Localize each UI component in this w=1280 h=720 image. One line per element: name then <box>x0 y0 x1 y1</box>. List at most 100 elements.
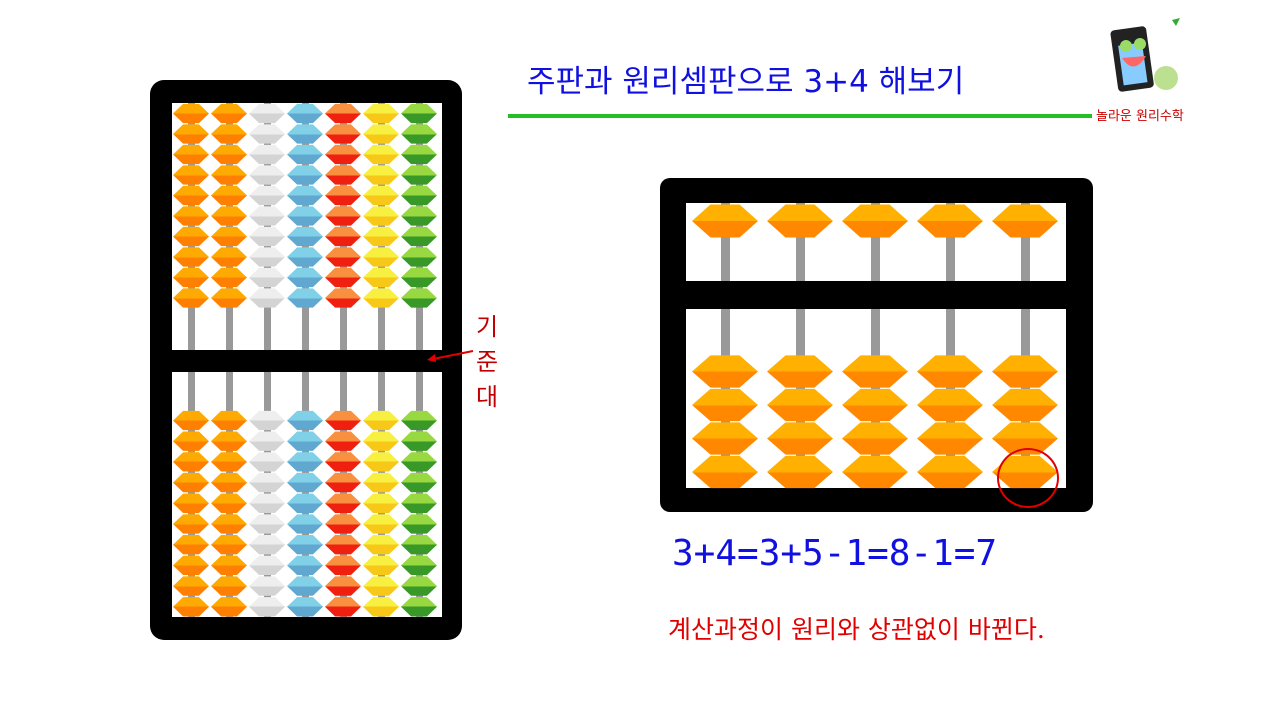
bead <box>325 597 361 617</box>
bead <box>211 472 247 493</box>
bead <box>325 472 361 493</box>
bead <box>287 514 323 534</box>
bead <box>249 452 285 472</box>
bead <box>363 267 399 288</box>
bead <box>325 226 361 247</box>
bead <box>287 576 323 596</box>
bead <box>249 267 285 288</box>
bead <box>363 124 399 144</box>
bead <box>211 493 247 513</box>
bead <box>211 555 247 576</box>
rod <box>188 103 195 350</box>
bead <box>249 288 285 308</box>
bead <box>287 288 323 308</box>
bead <box>363 288 399 308</box>
bead <box>363 144 399 165</box>
bead <box>325 103 361 124</box>
beam-arrow-icon <box>427 350 474 362</box>
rod <box>1021 203 1030 281</box>
bead <box>325 144 361 165</box>
bead <box>249 226 285 247</box>
bead <box>211 247 247 267</box>
bead <box>173 288 209 308</box>
bead <box>173 144 209 165</box>
bead <box>401 472 437 493</box>
beam-label-3: 대 <box>476 383 499 411</box>
bead <box>173 535 209 555</box>
bead <box>249 535 285 555</box>
bead <box>249 514 285 534</box>
bead <box>173 597 209 617</box>
bead <box>173 576 209 596</box>
bead <box>363 431 399 451</box>
bead <box>363 576 399 596</box>
logo-text: 놀라운 원리수학 <box>1096 109 1184 124</box>
rod <box>302 103 309 350</box>
bead <box>211 576 247 596</box>
bead <box>325 247 361 267</box>
bead <box>173 267 209 288</box>
bead <box>325 576 361 596</box>
bead <box>249 185 285 206</box>
bead <box>363 410 399 431</box>
bead <box>401 597 437 617</box>
bead <box>249 576 285 596</box>
bead <box>173 103 209 124</box>
bead <box>173 247 209 267</box>
bead <box>211 124 247 144</box>
bead <box>325 410 361 431</box>
highlight-circle <box>997 448 1059 508</box>
bead <box>211 597 247 617</box>
bead <box>287 472 323 493</box>
bead <box>401 288 437 308</box>
bead <box>173 226 209 247</box>
bead <box>287 103 323 124</box>
bead <box>325 124 361 144</box>
bead <box>287 165 323 185</box>
bead <box>363 472 399 493</box>
bead <box>325 431 361 451</box>
bead <box>173 410 209 431</box>
bead <box>325 555 361 576</box>
bead <box>401 535 437 555</box>
bead <box>211 431 247 451</box>
bead <box>363 514 399 534</box>
bead <box>363 555 399 576</box>
bead <box>363 493 399 513</box>
bead <box>287 410 323 431</box>
bead <box>173 431 209 451</box>
bead <box>325 185 361 206</box>
bead <box>211 452 247 472</box>
bead <box>287 226 323 247</box>
bead <box>363 165 399 185</box>
bead <box>325 206 361 226</box>
bead <box>249 247 285 267</box>
bead <box>287 124 323 144</box>
bead <box>287 452 323 472</box>
equation: 3+4=3+5-1=8-1=7 <box>672 533 998 574</box>
bead <box>287 535 323 555</box>
bead <box>211 514 247 534</box>
bead <box>363 103 399 124</box>
bead <box>211 206 247 226</box>
bead <box>401 247 437 267</box>
bead <box>211 103 247 124</box>
bead <box>211 165 247 185</box>
bead <box>401 493 437 513</box>
rod <box>378 103 385 350</box>
bead <box>325 288 361 308</box>
bead <box>249 103 285 124</box>
bead <box>249 431 285 451</box>
bead <box>173 124 209 144</box>
bead <box>363 247 399 267</box>
bead <box>249 206 285 226</box>
rod <box>226 103 233 350</box>
bead <box>173 472 209 493</box>
bead <box>363 185 399 206</box>
rod <box>871 203 880 281</box>
bead <box>249 472 285 493</box>
bead <box>211 288 247 308</box>
bead <box>325 267 361 288</box>
bead <box>287 185 323 206</box>
bead <box>249 410 285 431</box>
